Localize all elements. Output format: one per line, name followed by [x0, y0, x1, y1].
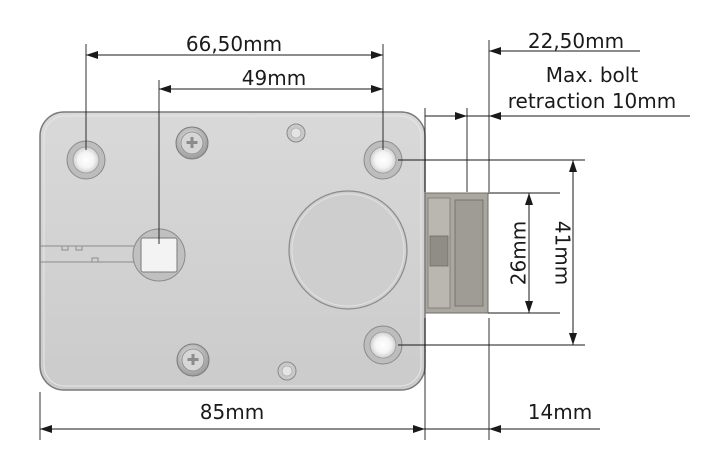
rivet-bottom	[277, 361, 297, 381]
dimension-hole-spacing: 41mm	[398, 159, 585, 346]
hole-spacing-label: 41mm	[551, 221, 575, 285]
screw-bottom	[176, 343, 210, 377]
body-width-label: 85mm	[200, 400, 264, 424]
dimension-bolt-protrusion: 22,50mm Max. bolt retraction 10mm	[424, 29, 690, 192]
bolt-protrusion-label: 22,50mm	[528, 29, 624, 53]
lock-cam-boss	[288, 190, 408, 310]
max-retraction-label-line1: Max. bolt	[546, 63, 639, 87]
key-offset-label: 49mm	[242, 66, 306, 90]
dimension-center-spacing: 66,50mm	[85, 32, 384, 150]
max-retraction-label-line2: retraction 10mm	[508, 89, 677, 113]
mounting-hole-top-left	[66, 140, 106, 180]
mounting-hole-bottom-right	[363, 325, 403, 365]
dimension-bolt-height: 26mm	[488, 192, 560, 314]
lock-body	[39, 111, 426, 391]
dimension-body-width: 85mm	[39, 318, 426, 440]
screw-top	[175, 126, 209, 160]
key-slot	[40, 228, 186, 282]
bolt-height-label: 26mm	[507, 221, 531, 285]
bolt-length-label: 14mm	[528, 400, 592, 424]
dimension-key-offset: 49mm	[158, 66, 383, 244]
rivet-top	[286, 123, 306, 143]
lock-bolt	[419, 192, 489, 314]
dimension-bolt-length: 14mm	[425, 318, 600, 440]
center-spacing-label: 66,50mm	[186, 32, 282, 56]
